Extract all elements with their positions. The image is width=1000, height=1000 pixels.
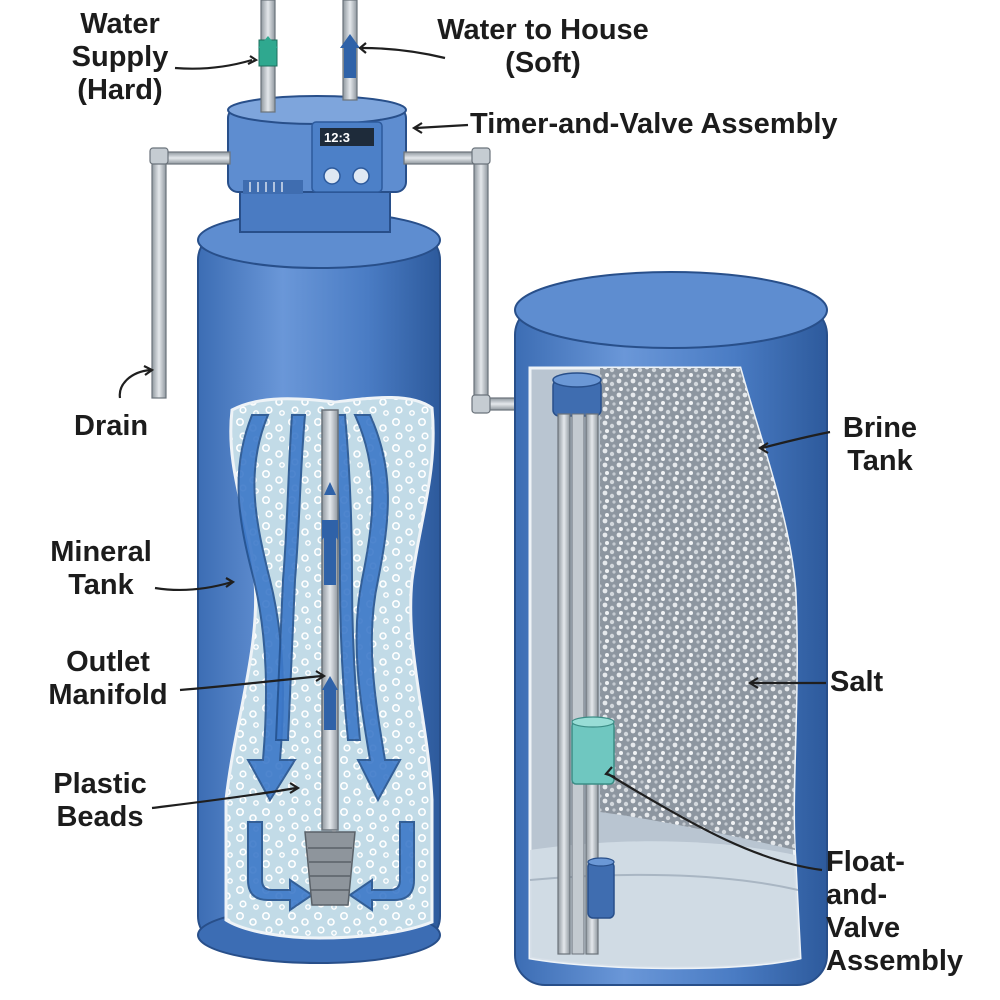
label-float-valve: Float- and- Valve Assembly [826,846,963,978]
label-float-valve-line1: Float- [826,846,905,878]
label-plastic-beads-line2: Beads [56,801,144,833]
label-salt: Salt [830,666,883,699]
drain-pipe [149,147,231,399]
label-mineral-tank-line1: Mineral [50,536,152,568]
label-outlet-manifold-line1: Outlet [66,646,150,678]
label-brine-tank-line1: Brine [842,412,918,444]
label-timer-valve: Timer-and-Valve Assembly [470,108,838,141]
label-water-supply: Water Supply (Hard) [60,8,180,107]
supply-pipes [258,0,360,113]
label-water-to-house-line1: Water to House [437,14,649,46]
timer-knob-left [323,167,341,185]
label-float-valve-line4: Assembly [826,945,964,977]
label-water-supply-line2: Supply [71,41,169,73]
label-plastic-beads: Plastic Beads [40,768,160,834]
label-salt-text: Salt [830,666,884,698]
label-water-supply-line1: Water [80,8,160,40]
label-float-valve-line3: Valve [826,912,901,944]
label-mineral-tank: Mineral Tank [36,536,166,602]
label-water-to-house-line2: (Soft) [505,47,581,79]
label-water-to-house: Water to House (Soft) [418,14,668,80]
label-plastic-beads-line1: Plastic [53,768,147,800]
timer-valve-head: 12:3 [227,95,407,233]
label-outlet-manifold: Outlet Manifold [30,646,186,712]
leader-lines [118,42,831,872]
label-mineral-tank-line2: Tank [68,569,134,601]
label-float-valve-line2: and- [826,879,888,911]
label-brine-tank: Brine Tank [830,412,930,478]
label-water-supply-line3: (Hard) [77,74,163,106]
float-valve-assembly [552,372,615,955]
label-drain: Drain [74,410,148,443]
timer-knob-right [352,167,370,185]
label-timer-valve-text: Timer-and-Valve Assembly [470,108,838,140]
label-brine-tank-line2: Tank [847,445,913,477]
flow-arrows [237,414,415,912]
timer-display: 12:3 [324,130,350,145]
outlet-manifold [304,409,356,906]
label-outlet-manifold-line2: Manifold [48,679,168,711]
brine-line-pipe [403,147,535,414]
label-drain-text: Drain [74,410,149,442]
salt-pile [600,368,797,850]
